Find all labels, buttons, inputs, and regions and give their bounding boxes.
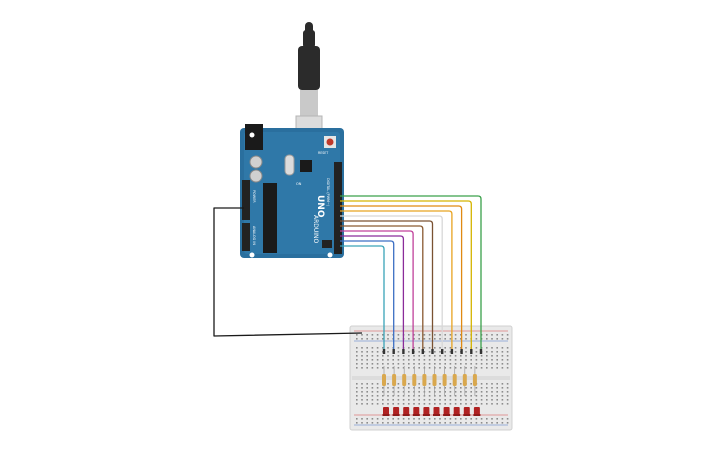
wire-end	[402, 349, 405, 354]
capacitor	[249, 155, 263, 169]
power-header	[242, 180, 250, 220]
led[interactable]	[413, 407, 420, 416]
wire-end	[470, 349, 473, 354]
resistor[interactable]	[462, 374, 467, 386]
wire-end	[479, 349, 483, 354]
wire-end	[450, 349, 454, 354]
wire-end	[382, 349, 386, 354]
power-label: POWER	[252, 190, 256, 203]
led[interactable]	[393, 407, 400, 416]
resistor[interactable]	[412, 374, 417, 386]
led[interactable]	[433, 407, 440, 416]
led[interactable]	[443, 407, 450, 416]
wire-end	[411, 349, 415, 354]
wire-pin-6[interactable]	[340, 225, 424, 352]
resistor[interactable]	[382, 374, 386, 386]
resistor[interactable]	[442, 374, 447, 386]
crystal	[284, 154, 295, 176]
led[interactable]	[403, 407, 410, 416]
jumper-wires	[340, 195, 483, 354]
wire-pin-9[interactable]	[340, 210, 453, 352]
resistor[interactable]	[472, 374, 477, 386]
wire-end	[431, 349, 434, 354]
resistor[interactable]	[452, 374, 457, 386]
digital-header	[334, 162, 342, 254]
resistor[interactable]	[392, 374, 397, 386]
wire-pin-8[interactable]	[340, 215, 443, 352]
power-jack	[245, 124, 263, 150]
led[interactable]	[463, 407, 470, 416]
uno-label: UNO	[315, 195, 325, 218]
wire-end	[421, 349, 424, 354]
wire-end	[441, 349, 444, 354]
ground-wire[interactable]	[213, 207, 363, 337]
arduino-uno-board[interactable]: ARDUINO UNO DIGITAL (PWM~) POWER ANALOG …	[240, 124, 344, 258]
breadboard-holes	[356, 334, 509, 424]
icsp-header	[322, 240, 332, 248]
breadboard[interactable]	[349, 325, 513, 431]
usb-cable[interactable]	[295, 22, 323, 135]
analog-label: ANALOG IN	[252, 226, 256, 245]
on-label: ON	[296, 182, 302, 186]
wire-pin-12[interactable]	[340, 195, 482, 352]
analog-header	[242, 223, 250, 251]
reset-label: RESET	[318, 151, 328, 155]
wire-pin-11[interactable]	[340, 200, 472, 352]
wire-pin-7[interactable]	[340, 220, 434, 352]
resistor[interactable]	[422, 374, 427, 386]
resistor[interactable]	[432, 374, 437, 386]
digital-label: DIGITAL (PWM~)	[326, 178, 330, 207]
wire-pin-2[interactable]	[340, 245, 385, 352]
led[interactable]	[383, 407, 389, 416]
resistor[interactable]	[402, 374, 407, 386]
wire-pin-4[interactable]	[340, 235, 405, 352]
leds	[382, 407, 481, 416]
wire-end	[460, 349, 463, 354]
led[interactable]	[453, 407, 460, 416]
usb-chip	[300, 160, 312, 172]
wire-end	[392, 349, 395, 354]
atmega-chip	[263, 183, 277, 253]
led[interactable]	[473, 407, 480, 416]
capacitor	[249, 169, 263, 183]
resistors	[382, 366, 477, 396]
wire-pin-5[interactable]	[340, 230, 414, 352]
wire-pin-10[interactable]	[340, 205, 463, 352]
led[interactable]	[423, 407, 430, 416]
arduino-logo-text: ARDUINO	[312, 215, 319, 244]
wire-pin-3[interactable]	[340, 240, 395, 352]
